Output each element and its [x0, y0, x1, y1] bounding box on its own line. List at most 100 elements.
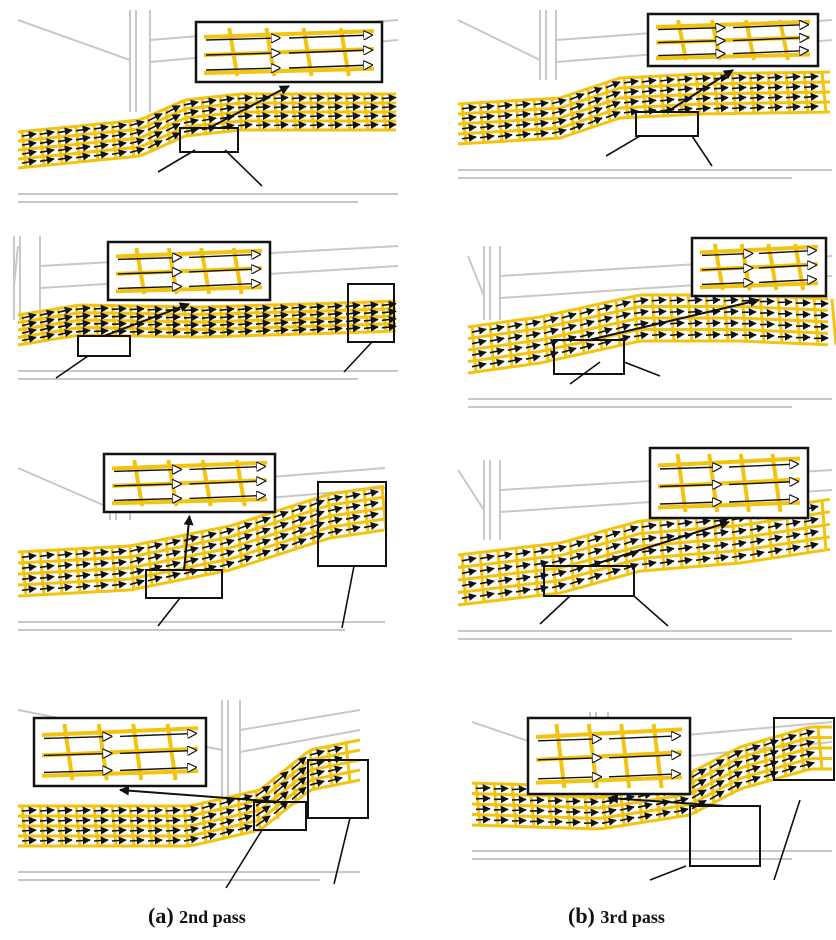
- displacement-arrow: [22, 840, 36, 841]
- displacement-arrow: [516, 104, 530, 106]
- displacement-arrow: [346, 494, 360, 497]
- displacement-arrow: [76, 810, 90, 811]
- displacement-arrow: [724, 300, 738, 301]
- displacement-arrow: [512, 810, 526, 811]
- displacement-arrow: [328, 497, 342, 500]
- displacement-arrow: [76, 308, 90, 309]
- displacement-arrow: [584, 823, 598, 824]
- displacement-arrow: [256, 125, 270, 126]
- displacement-arrow: [274, 107, 288, 108]
- displacement-arrow: [130, 309, 144, 310]
- displacement-arrow: [130, 830, 144, 831]
- displacement-arrow: [274, 125, 288, 126]
- displacement-arrow: [534, 550, 548, 553]
- displacement-arrow: [166, 324, 180, 325]
- displacement-arrow: [58, 810, 72, 811]
- displacement-arrow: [310, 116, 324, 117]
- displacement-arrow: [166, 810, 180, 811]
- caption-b-letter: (b): [568, 903, 595, 928]
- displacement-arrow: [634, 300, 648, 302]
- wall-line: [458, 470, 484, 510]
- displacement-arrow: [58, 820, 72, 821]
- displacement-arrow: [274, 116, 288, 117]
- displacement-arrow: [678, 78, 692, 80]
- displacement-arrow: [660, 524, 674, 526]
- displacement-arrow: [670, 323, 684, 324]
- mesh-column: [688, 295, 692, 341]
- displacement-arrow: [714, 519, 728, 521]
- displacement-arrow: [364, 116, 378, 117]
- mesh-column: [814, 298, 818, 344]
- panel-a4: [18, 700, 368, 888]
- displacement-arrow: [706, 323, 720, 324]
- caption-a-letter: (a): [148, 903, 174, 928]
- mesh-column: [742, 295, 746, 341]
- displacement-arrow: [184, 808, 198, 811]
- displacement-arrow: [220, 800, 234, 804]
- leader-line: [334, 818, 350, 884]
- displacement-arrow: [130, 331, 144, 332]
- panel-a2: [14, 236, 398, 379]
- displacement-arrow: [76, 820, 90, 821]
- mesh-column: [822, 72, 826, 112]
- displacement-arrow: [580, 310, 594, 314]
- displacement-arrow: [328, 306, 342, 307]
- inset-zoom: [34, 718, 206, 786]
- displacement-arrow: [670, 300, 684, 301]
- displacement-arrow: [624, 81, 638, 83]
- displacement-arrow: [616, 302, 630, 306]
- inset-zoom: [196, 22, 382, 82]
- displacement-arrow: [202, 533, 216, 537]
- displacement-arrow: [328, 107, 342, 108]
- leader-line: [56, 356, 88, 378]
- displacement-arrow: [570, 542, 584, 547]
- displacement-arrow: [58, 830, 72, 831]
- displacement-arrow: [750, 77, 764, 78]
- wall-line: [18, 468, 110, 508]
- displacement-arrow: [642, 80, 656, 82]
- displacement-arrow: [148, 810, 162, 811]
- inset-zoom: [648, 14, 818, 66]
- displacement-arrow: [494, 809, 508, 810]
- displacement-arrow: [166, 820, 180, 821]
- displacement-arrow: [552, 547, 566, 551]
- inset-zoom: [104, 454, 275, 512]
- displacement-arrow: [148, 840, 162, 841]
- mesh-column: [476, 783, 480, 825]
- displacement-arrow: [530, 811, 544, 812]
- displacement-arrow: [94, 840, 108, 841]
- displacement-arrow: [76, 840, 90, 841]
- displacement-arrow: [58, 130, 72, 132]
- displacement-arrow: [498, 554, 512, 557]
- panel-b1: [458, 10, 832, 178]
- displacement-arrow: [76, 553, 90, 555]
- displacement-arrow: [660, 79, 674, 81]
- highlight-box: [78, 336, 130, 356]
- displacement-arrow: [382, 98, 396, 99]
- displacement-arrow: [364, 98, 378, 99]
- displacement-arrow: [462, 558, 476, 561]
- displacement-arrow: [562, 314, 576, 318]
- mesh-column: [818, 727, 822, 769]
- displacement-arrow: [166, 317, 180, 318]
- mesh-column: [706, 295, 710, 341]
- displacement-arrow: [310, 98, 324, 99]
- displacement-arrow: [292, 307, 306, 308]
- displacement-arrow: [652, 300, 666, 301]
- displacement-arrow: [40, 830, 54, 831]
- displacement-arrow: [148, 820, 162, 821]
- displacement-arrow: [22, 830, 36, 831]
- displacement-arrow: [202, 100, 216, 103]
- displacement-arrow: [112, 551, 126, 553]
- displacement-arrow: [22, 810, 36, 811]
- displacement-arrow: [606, 532, 620, 537]
- displacement-arrow: [238, 98, 252, 99]
- displacement-arrow: [94, 552, 108, 554]
- displacement-arrow: [800, 731, 814, 735]
- displacement-arrow: [328, 98, 342, 99]
- wall-line: [18, 20, 130, 60]
- leader-line: [158, 150, 195, 172]
- displacement-arrow: [364, 492, 378, 495]
- displacement-arrow: [256, 308, 270, 309]
- displacement-arrow: [328, 748, 342, 752]
